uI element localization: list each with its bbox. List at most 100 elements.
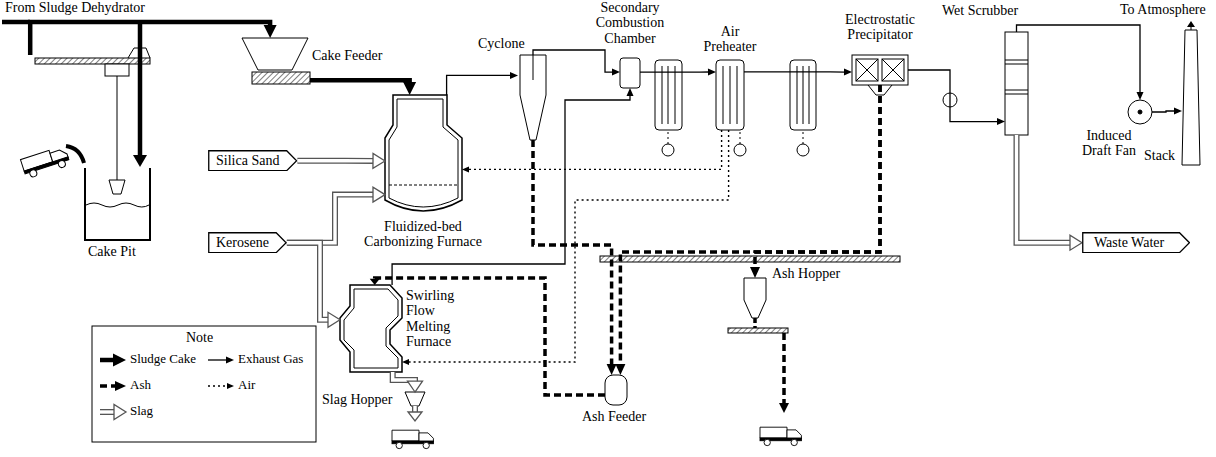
legend-text: Slag xyxy=(130,404,153,418)
flow-line xyxy=(447,75,511,95)
flow-line xyxy=(375,278,605,395)
flow-connector xyxy=(370,278,605,395)
flow-connector xyxy=(447,72,518,95)
legend-title: Note xyxy=(186,330,213,345)
equipment-label: Cake Feeder xyxy=(312,48,382,63)
equipment-label: Fluidized-bed Carbonizing Furnace xyxy=(353,219,493,250)
equipment-label: Ash Feeder xyxy=(582,409,646,424)
melting-furnace: Swirling Flow Melting Furnace xyxy=(340,285,402,372)
flow-connector xyxy=(750,85,880,278)
flow-line-outer xyxy=(287,243,329,320)
flow-connector xyxy=(393,372,423,392)
arrow-head xyxy=(462,166,469,172)
electrostatic-precipitator: Electrostatic Precipitator xyxy=(852,55,908,85)
arrow-head xyxy=(113,354,126,367)
flow-line-inner xyxy=(287,195,374,243)
flow-connector xyxy=(908,70,1005,125)
wet-scrubber: Wet Scrubber xyxy=(1005,32,1028,135)
arrow-head xyxy=(328,312,340,327)
flow-line-outer xyxy=(287,195,374,243)
flow-connector xyxy=(462,130,722,172)
legend-sample xyxy=(100,405,126,420)
flow-line xyxy=(100,384,116,388)
equipment-label: Electrostatic Precipitator xyxy=(825,12,935,43)
arrow-head xyxy=(607,364,617,375)
arrow-head xyxy=(708,69,716,76)
flow-line xyxy=(310,80,410,83)
legend-sample xyxy=(208,383,234,389)
flow-line xyxy=(908,70,998,122)
legend-text: Ash xyxy=(130,378,151,392)
equipment-label: Cake Pit xyxy=(88,244,136,259)
equipment-label: Slag Hopper xyxy=(322,392,392,407)
flow-connector xyxy=(30,22,276,55)
arrow-head xyxy=(403,82,416,95)
arrow-head xyxy=(373,153,385,168)
flow-connector xyxy=(1017,25,1144,100)
flow-connector xyxy=(310,80,416,95)
carbonizing-furnace: Fluidized-bed Carbonizing Furnace xyxy=(385,95,462,215)
arrow-head xyxy=(226,357,234,364)
flow-line xyxy=(208,359,227,360)
flow-connector xyxy=(615,85,880,375)
cyclone-drawing xyxy=(520,55,546,140)
flow-line xyxy=(755,85,880,268)
arrow-head xyxy=(408,381,423,392)
arrow-head xyxy=(1137,92,1144,100)
flow-line-outer xyxy=(100,409,115,415)
combustion-chamber: Secondary Combustion Chamber xyxy=(620,58,640,88)
scrubber-drawing xyxy=(1005,21,1200,165)
equipment-label: Wet Scrubber xyxy=(942,3,1018,18)
legend-text: Sludge Cake xyxy=(130,352,196,366)
arrow-head xyxy=(997,118,1005,125)
equipment-label: Induced Draft Fan xyxy=(1076,128,1142,159)
flow-line xyxy=(100,358,114,363)
flow-connector xyxy=(287,187,385,243)
slag-hopper: Slag Hopper xyxy=(405,392,425,406)
legend-text: Exhaust Gas xyxy=(238,352,303,366)
flow-line xyxy=(744,71,845,72)
arrow-head xyxy=(615,364,625,375)
legend-frame xyxy=(92,326,316,442)
feed-box: Kerosene xyxy=(208,232,287,253)
legend-sample xyxy=(100,381,126,391)
flow-line-inner xyxy=(100,410,115,413)
arrow-head xyxy=(370,279,380,285)
box-label: Kerosene xyxy=(216,235,269,250)
arrow-head xyxy=(750,267,760,278)
furnace-drawing xyxy=(385,95,462,211)
equipment-label: Swirling Flow Melting Furnace xyxy=(406,288,468,350)
flow-line-inner xyxy=(287,243,329,320)
flow-line xyxy=(30,22,270,55)
arrow-head xyxy=(510,72,518,79)
flow-connector xyxy=(287,243,340,328)
arrow-head xyxy=(115,381,126,391)
flow-line xyxy=(1017,25,1141,93)
equipment-label: Ash Hopper xyxy=(772,266,840,281)
ash-feeder: Ash Feeder xyxy=(605,375,627,405)
stack: Stack xyxy=(1182,30,1200,165)
arrow-head xyxy=(373,187,385,202)
flow-line xyxy=(468,130,722,169)
heat-exchangers xyxy=(620,58,816,156)
arrow-head xyxy=(227,383,234,389)
arrow-head xyxy=(1070,235,1082,250)
flow-line-inner xyxy=(1017,135,1072,243)
arrow-head xyxy=(114,405,126,420)
flow-connector xyxy=(640,69,716,76)
air-preheater: Air Preheater xyxy=(716,60,744,130)
flow-line-inner xyxy=(297,159,374,163)
connectors xyxy=(30,22,1182,395)
legend-sample xyxy=(208,357,234,364)
flow-connector xyxy=(1017,135,1083,250)
box-label: Silica Sand xyxy=(216,153,279,168)
flow-connector xyxy=(392,88,633,285)
cyclone: Cyclone xyxy=(518,55,548,140)
cake-pit-drawing xyxy=(2,22,150,240)
flow-connector xyxy=(744,69,852,76)
source-label: From Sludge Dehydrator xyxy=(5,0,145,15)
cake-pit: Cake Pit xyxy=(25,55,155,240)
outlet-box: Waste Water xyxy=(1082,232,1190,253)
ash-hopper: Ash Hopper xyxy=(744,278,766,318)
